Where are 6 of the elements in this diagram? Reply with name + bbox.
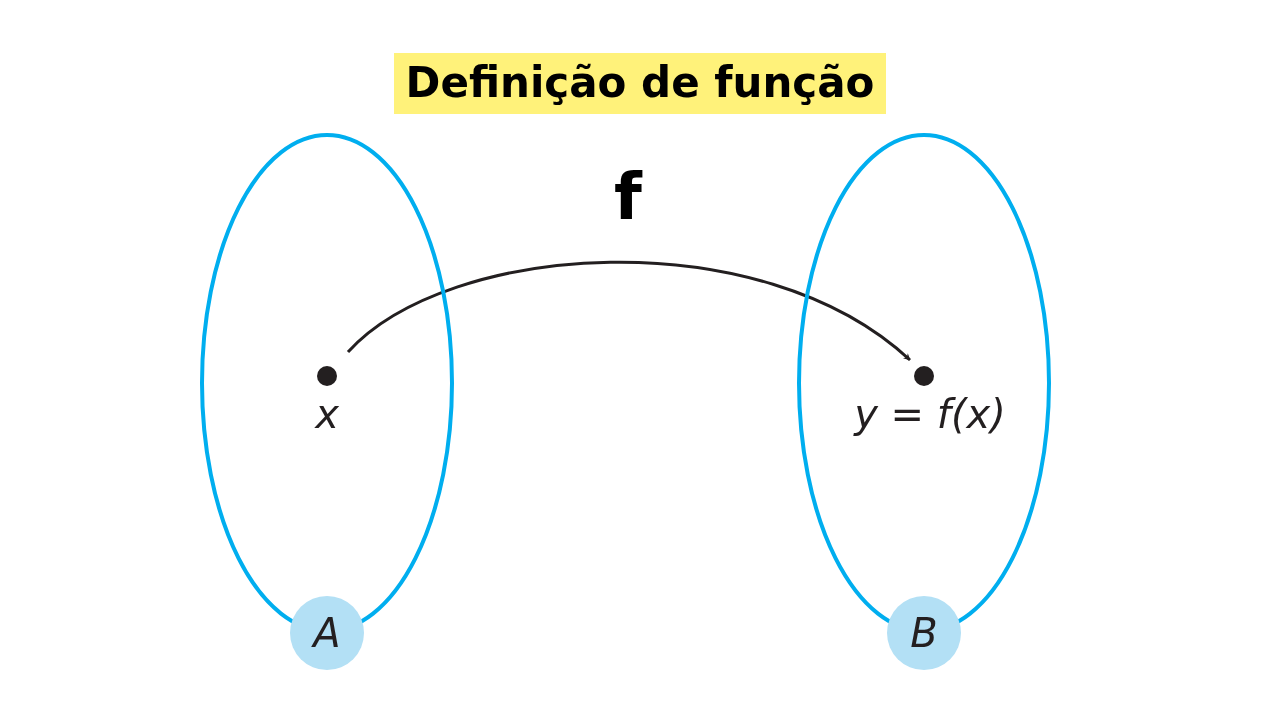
set-name-badge: A — [290, 596, 364, 670]
mapping-arrow — [347, 260, 911, 362]
element-label: y = f(x) — [854, 394, 1006, 434]
set-name-badge: B — [887, 596, 961, 670]
element-label: x — [315, 394, 339, 434]
title: Definição de função — [393, 53, 887, 114]
